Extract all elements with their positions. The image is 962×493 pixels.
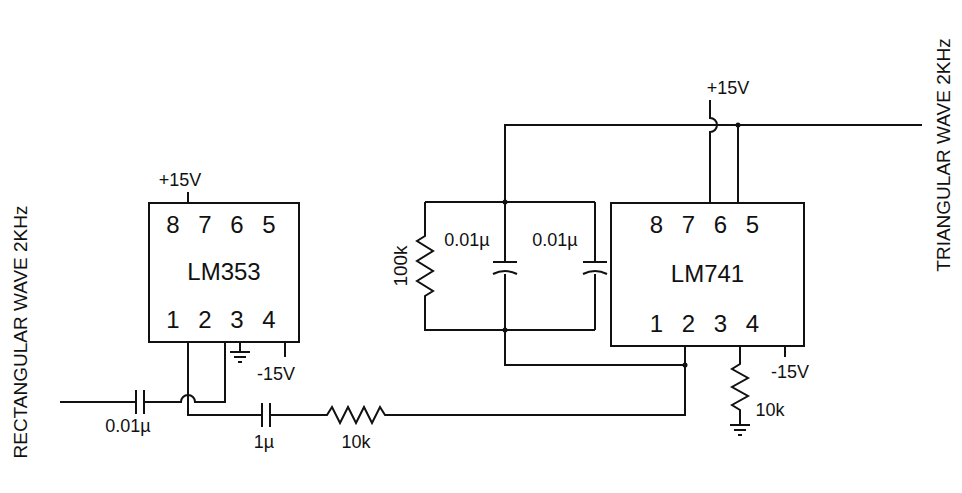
capacitor-symbol: [262, 403, 270, 427]
part-number: LM741: [671, 261, 744, 287]
resistor-symbol: [417, 232, 433, 302]
pin-numbers: 8 7 6 5: [166, 212, 281, 238]
component-value: 0.01µ: [105, 417, 150, 435]
feedback-wire: [425, 202, 595, 330]
supply-wire: [187, 192, 189, 202]
signal-label: TRIANGULAR WAVE 2KHz: [934, 38, 953, 271]
component-value: 0.01µ: [532, 231, 577, 249]
capacitor-symbol: [583, 262, 607, 274]
component-value: -15V: [771, 363, 809, 381]
ground-symbol: [230, 343, 250, 362]
component-value: 1µ: [254, 433, 274, 451]
ic-package: 8 7 6 5 LM741 1 2 3 4: [610, 202, 805, 347]
capacitor-symbol: [136, 390, 144, 414]
resistor-symbol: [320, 407, 392, 423]
input-wire: [60, 343, 225, 402]
pin-numbers: 1 2 3 4: [650, 311, 765, 337]
resistor-symbol: [730, 347, 750, 435]
signal-label: 100k: [391, 245, 410, 286]
ic-package: 8 7 6 5 LM353 1 2 3 4: [148, 202, 300, 343]
signal-label: RECTANGULAR WAVE 2KHz: [11, 205, 30, 458]
supply-wire: [784, 347, 786, 357]
capacitor-symbol: [493, 262, 517, 274]
component-value: -15V: [257, 365, 295, 383]
pin-numbers: 1 2 3 4: [166, 307, 281, 333]
component-value: 10k: [341, 433, 370, 451]
component-value: +15V: [159, 171, 202, 189]
supply-wire: [710, 100, 717, 202]
component-value: +15V: [707, 79, 750, 97]
component-value: 10k: [755, 401, 784, 419]
component-value: 0.01µ: [444, 231, 489, 249]
output-wire: [505, 125, 922, 202]
supply-wire: [284, 343, 286, 357]
part-number: LM353: [187, 259, 260, 285]
pin-numbers: 8 7 6 5: [650, 212, 765, 238]
